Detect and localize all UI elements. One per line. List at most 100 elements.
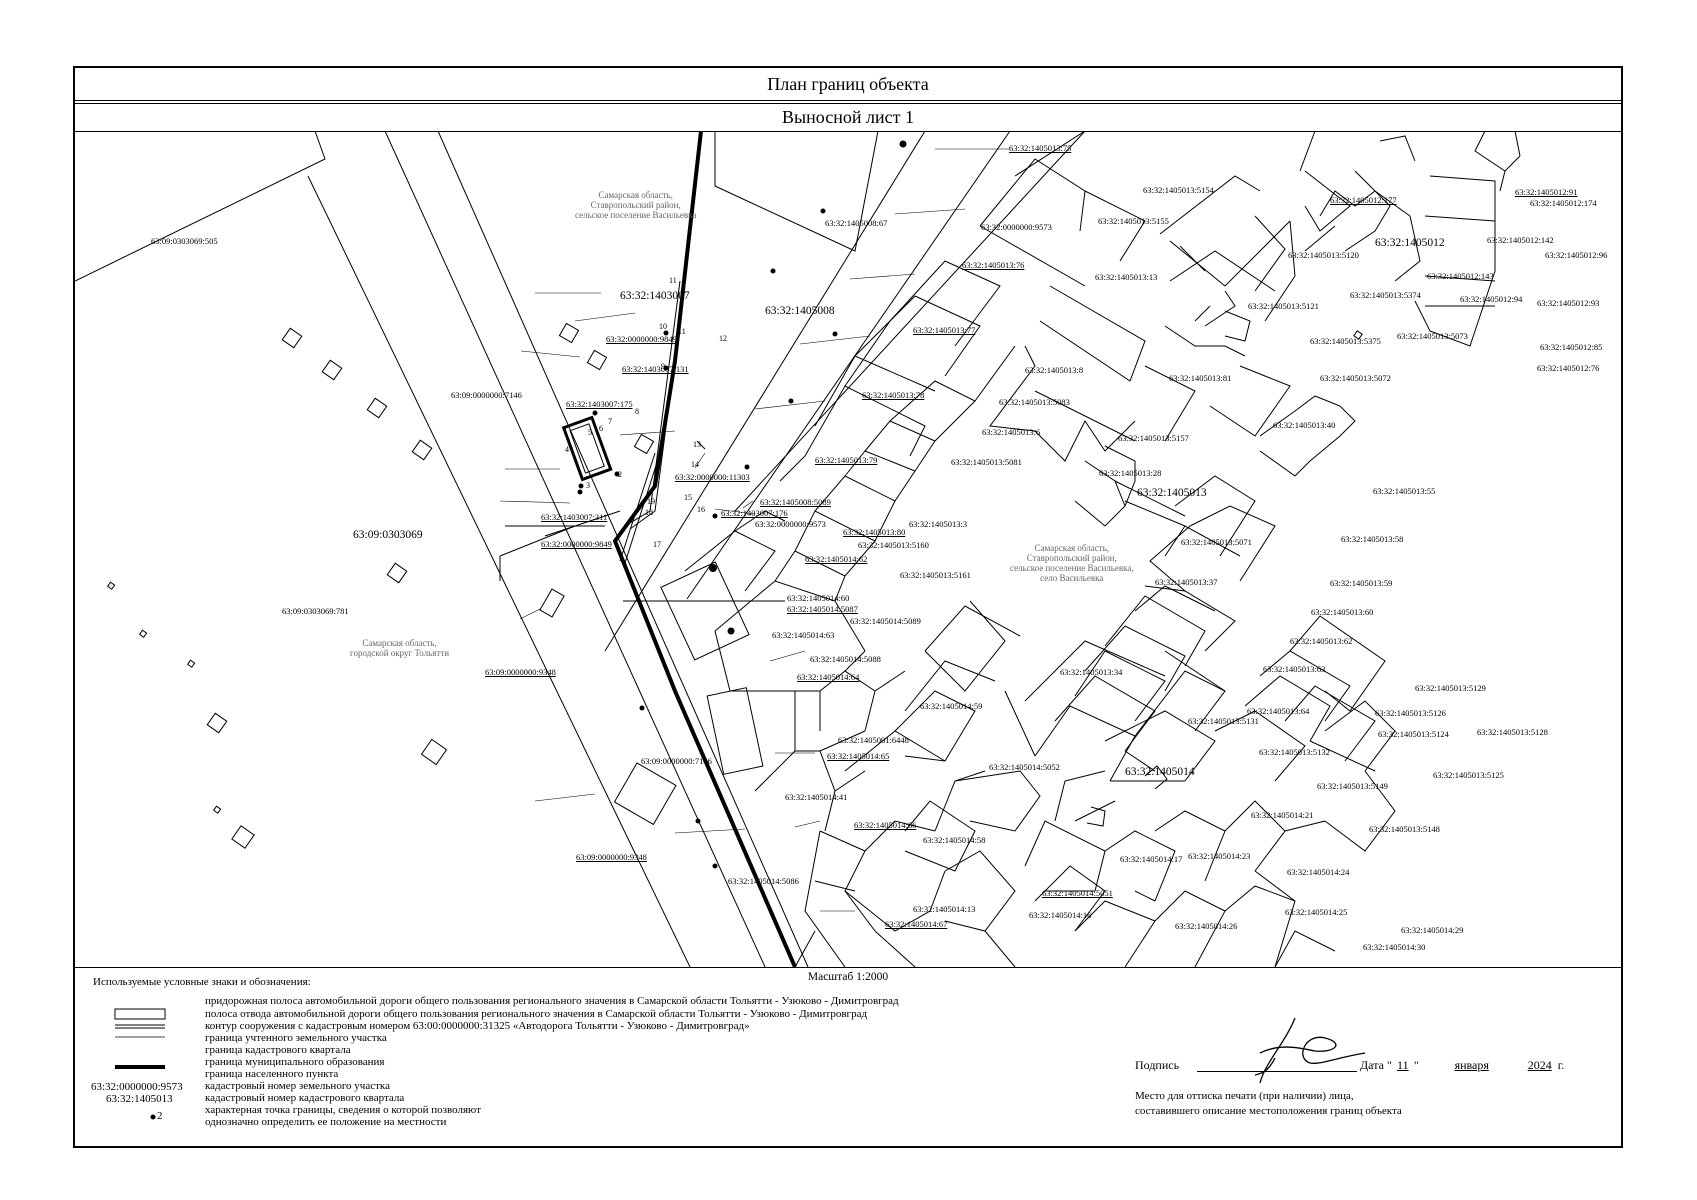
legend-item: граница кадастрового квартала bbox=[205, 1044, 351, 1056]
parcel-label: 63:32:1405013:75 bbox=[1009, 143, 1072, 153]
quarter-label: 63:32:1405013 bbox=[1137, 487, 1207, 499]
parcel-label: 63:09:0000000:9348 bbox=[576, 852, 647, 862]
handwritten-signature bbox=[1254, 1017, 1366, 1084]
parcel-label: 63:32:1405014:63 bbox=[772, 630, 835, 640]
parcel-label: 63:32:1405014:13 bbox=[913, 904, 976, 914]
legend-sample-quarter: 63:32:1405013 bbox=[106, 1093, 173, 1105]
parcel-label: 63:32:0000000:9849 bbox=[541, 539, 612, 549]
parcel-label: 63:32:1405014:23 bbox=[1188, 851, 1251, 861]
parcel-label: 63:32:1405014:58 bbox=[923, 835, 986, 845]
parcel-label: 63:32:1405013:60 bbox=[1311, 607, 1374, 617]
parcel-label: 63:32:1405014:67 bbox=[885, 919, 948, 929]
parcel-label: 63:32:1405012:93 bbox=[1537, 298, 1600, 308]
parcel-label: 63:32:1405008:67 bbox=[825, 218, 888, 228]
road-strip-line bbox=[307, 175, 691, 967]
parcel-label: 63:09:0000000:7146 bbox=[641, 756, 712, 766]
date-line: Дата "11" января 2024 г. bbox=[1360, 1058, 1565, 1072]
parcel-label: 63:32:1405013:37 bbox=[1155, 577, 1218, 587]
point-label: 17 bbox=[653, 540, 661, 549]
parcel-label: 63:32:1405014:25 bbox=[1285, 907, 1348, 917]
parcel-label: 63:09:0303069:781 bbox=[282, 606, 349, 616]
parcel-label: 63:32:1405012:143 bbox=[1427, 271, 1494, 281]
parcel-label: 63:32:1405012:174 bbox=[1530, 198, 1597, 208]
page-title: План границ объекта bbox=[75, 68, 1621, 101]
parcel-label: 63:09:0303069:505 bbox=[151, 236, 218, 246]
settlement-label: Самарская область,Ставропольский район,с… bbox=[1010, 543, 1134, 583]
parcel-label: 63:32:0000000:11303 bbox=[675, 472, 750, 482]
parcel-label: 63:32:1405013:5124 bbox=[1378, 729, 1449, 739]
parcel-label: 63:32:1405014:60 bbox=[787, 593, 850, 603]
parcel-label: 63:32:1405014:30 bbox=[1363, 942, 1426, 952]
parcel-label: 63:32:1405013:6 bbox=[982, 427, 1041, 437]
parcel-label: 63:32:1403007:176 bbox=[721, 508, 788, 518]
drawing-sheet: План границ объекта Выносной лист 1 bbox=[73, 66, 1623, 1148]
year-suffix: г. bbox=[1557, 1058, 1565, 1072]
quarter-label: 63:32:1405008 bbox=[765, 305, 835, 317]
parcel-label: 63:32:1405001:6448 bbox=[838, 735, 909, 745]
parcel-label: 63:32:1405013:62 bbox=[1290, 636, 1353, 646]
legend-symbols bbox=[114, 1008, 166, 1120]
parcel-label: 63:32:1405012:177 bbox=[1330, 195, 1397, 205]
parcel-label: 63:32:1405013:80 bbox=[843, 527, 906, 537]
map-lines bbox=[75, 131, 1521, 967]
sign-line bbox=[1197, 1071, 1357, 1072]
date-year: 2024 bbox=[1527, 1058, 1552, 1072]
legend-item: кадастровый номер кадастрового квартала bbox=[205, 1092, 405, 1104]
parcel-label: 63:32:1405014:5088 bbox=[810, 654, 881, 664]
quarter-boundary bbox=[734, 131, 1086, 512]
parcel-label: 63:32:1405013:5132 bbox=[1259, 747, 1330, 757]
legend-item: граница учтенного земельного участка bbox=[205, 1032, 387, 1044]
parcel-label: 63:32:1405014:5052 bbox=[989, 762, 1060, 772]
parcel-label: 63:09:0000000:7146 bbox=[451, 390, 522, 400]
quarter-label: 63:32:1405014 bbox=[1125, 766, 1195, 778]
parcel-label: 63:32:1405012:94 bbox=[1460, 294, 1523, 304]
parcel-label: 63:32:0000000:9573 bbox=[981, 222, 1052, 232]
quarter-label: 63:32:1405012 bbox=[1375, 237, 1445, 249]
parcel-label: 63:32:1405013:55 bbox=[1373, 486, 1436, 496]
stamp-note: составившего описание местоположения гра… bbox=[1135, 1105, 1402, 1117]
parcel-label: 63:32:1405014:62 bbox=[805, 554, 868, 564]
parcel-label: 63:32:1405014:66 bbox=[854, 820, 917, 830]
parcel-label: 63:32:1405014:17 bbox=[1120, 854, 1183, 864]
parcel-label: 63:32:1405013:5073 bbox=[1397, 331, 1468, 341]
point-label: 16 bbox=[697, 505, 705, 514]
parcel-label: 63:32:1405013:5081 bbox=[951, 457, 1022, 467]
parcel-label: 63:32:1405013:5071 bbox=[1181, 537, 1252, 547]
quarter-label: 63:32:1403007 bbox=[620, 290, 690, 302]
parcel-label: 63:32:1405014:26 bbox=[1175, 921, 1238, 931]
parcel-label: 63:32:1405013:5131 bbox=[1188, 716, 1259, 726]
parcel-label: 63:32:1405012:96 bbox=[1545, 250, 1608, 260]
parcel-label: 63:32:1405014:5089 bbox=[850, 616, 921, 626]
quarter-label: 63:09:0303069 bbox=[353, 529, 423, 541]
parcel-label: 63:32:1405013:64 bbox=[1247, 706, 1310, 716]
parcel-label: 63:32:1405008:5089 bbox=[760, 497, 831, 507]
cadastral-map: 63:32:1403007 63:32:1405008 63:09:030306… bbox=[75, 131, 1621, 968]
parcel-label: 63:32:1405013:34 bbox=[1060, 667, 1123, 677]
settlement-label: Самарская область,городской округ Тольят… bbox=[350, 638, 450, 658]
point-label: 8 bbox=[635, 407, 639, 416]
parcel-label: 63:32:1405013:5155 bbox=[1098, 216, 1169, 226]
parcel-label: 63:09:0000000:9348 bbox=[485, 667, 556, 677]
parcel-label: 63:32:1403007:175 bbox=[566, 399, 633, 409]
point-label: 3 bbox=[586, 481, 590, 490]
parcel-label: 63:32:1405013:59 bbox=[1330, 578, 1393, 588]
point-label: 12 bbox=[719, 334, 727, 343]
parcel-label: 63:32:1405014:64 bbox=[797, 672, 860, 682]
parcel-label: 63:32:1405013:5129 bbox=[1415, 683, 1486, 693]
parcel-label: 63:32:1405012:76 bbox=[1537, 363, 1600, 373]
stamp-note: Место для оттиска печати (при наличии) л… bbox=[1135, 1090, 1354, 1102]
parcel-label: 63:32:1405013:3 bbox=[909, 519, 968, 529]
parcel-label: 63:32:1405013:13 bbox=[1095, 272, 1158, 282]
parcel-label: 63:32:1405013:76 bbox=[962, 260, 1025, 270]
road-strip-line bbox=[384, 131, 766, 967]
quarter-boundary bbox=[686, 131, 1011, 600]
municipal-boundary bbox=[612, 131, 797, 967]
point-label: 7 bbox=[608, 417, 612, 426]
parcel-label: 63:32:1405013:78 bbox=[862, 390, 925, 400]
parcel-label: 63:32:1405013:5128 bbox=[1477, 727, 1548, 737]
parcel-label: 63:32:1405013:5083 bbox=[999, 397, 1070, 407]
parcel-label: 63:32:1405014:65 bbox=[827, 751, 890, 761]
parcel-label: 63:32:1405013:5375 bbox=[1310, 336, 1381, 346]
parcel-label: 63:32:1405014:59 bbox=[920, 701, 983, 711]
point-label: 18 bbox=[645, 508, 653, 517]
